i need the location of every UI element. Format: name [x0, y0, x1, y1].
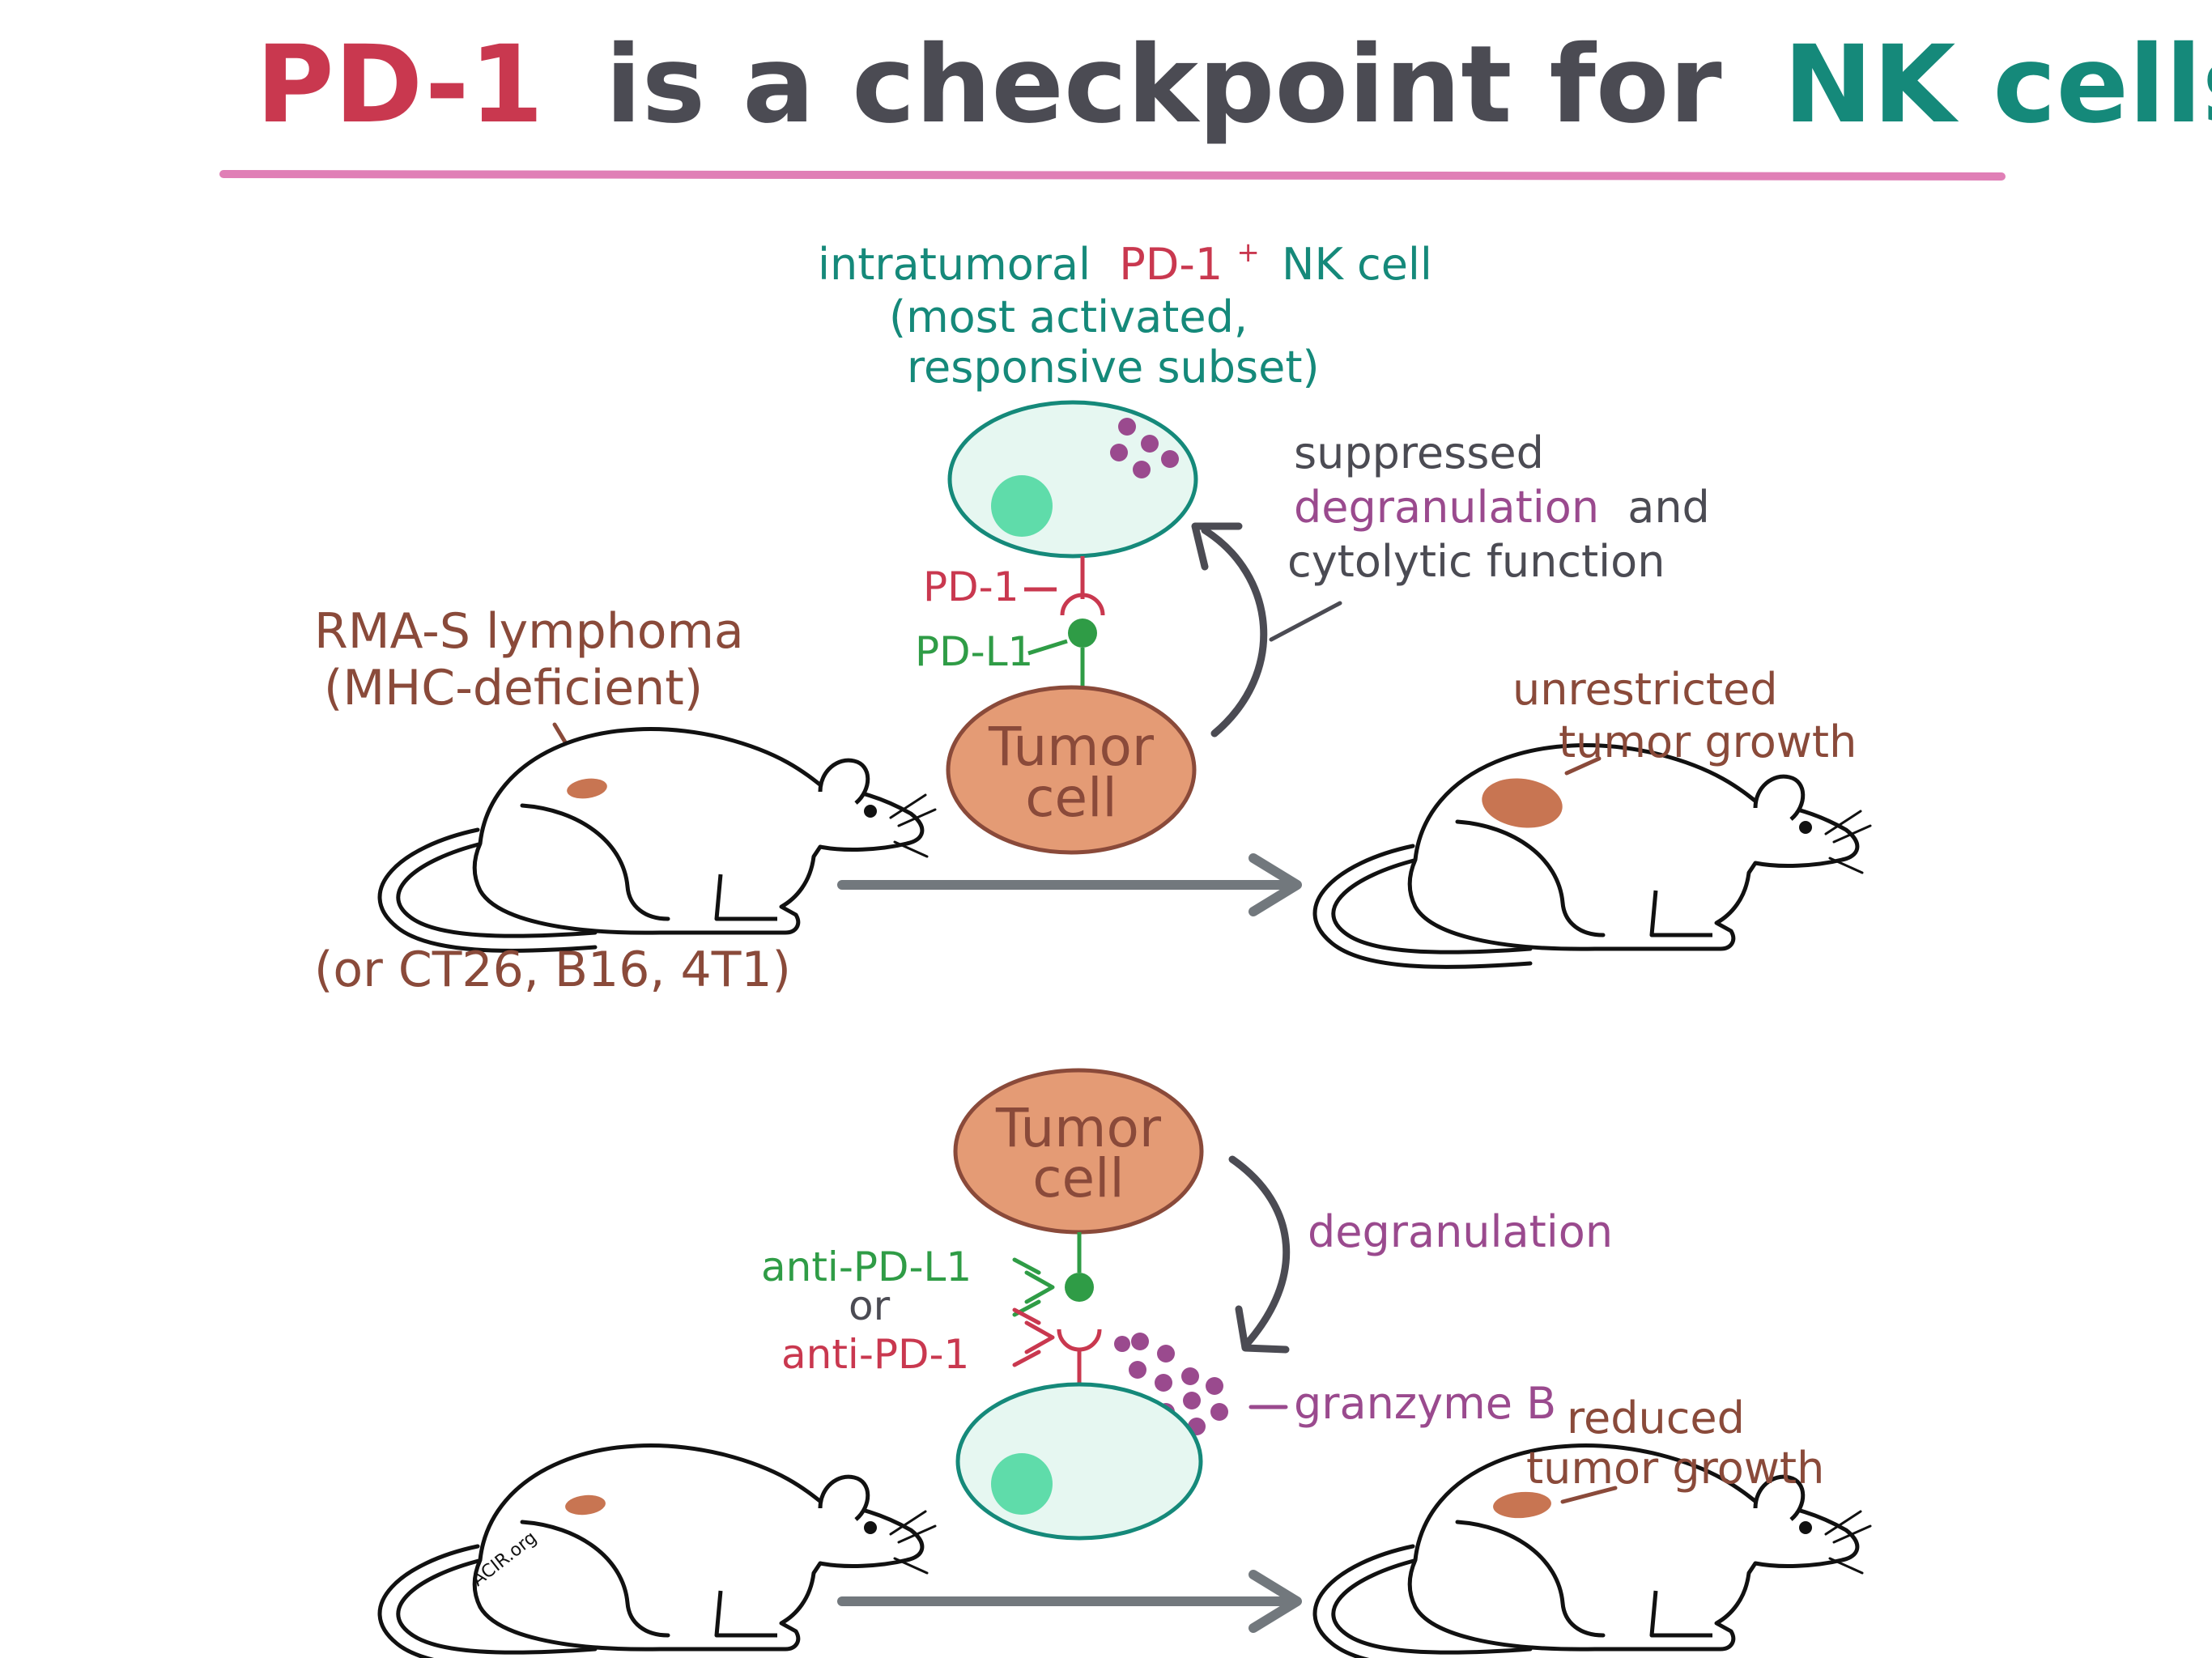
nk-intratumoral: intratumoral	[818, 239, 1091, 290]
nk-nucleus	[991, 475, 1053, 537]
degranulation-arrowhead	[1235, 1305, 1290, 1354]
nk-nucleus-bottom	[991, 1453, 1053, 1515]
tumor-reduced-bottom	[1493, 1491, 1551, 1519]
suppressed-line2: degranulation and	[1294, 482, 1710, 533]
outcome-top-leader	[1564, 756, 1602, 776]
tumor-large-top	[1482, 778, 1563, 828]
outcome-bottom-line2: tumor growth	[1526, 1443, 1824, 1494]
nk-cell-word: NK cell	[1282, 239, 1432, 290]
suppressed-and: and	[1627, 482, 1710, 533]
nk-granules	[1110, 418, 1179, 478]
outcome-top-line2: tumor growth	[1559, 716, 1857, 767]
nk-cell-label-line3: responsive subset)	[907, 342, 1320, 393]
mouse-top-right	[1315, 746, 1870, 967]
pd1-receptor-top	[1060, 556, 1105, 616]
nk-pd1: PD-1	[1119, 239, 1223, 290]
tumor-small-bottom-left	[565, 1494, 606, 1516]
nk-cell-bottom	[955, 1382, 1203, 1541]
process-arrow-top	[837, 853, 1302, 916]
nk-cell-label-line1: intratumoral PD-1 + NK cell	[818, 221, 1432, 290]
tumor-model-line1: RMA-S lymphoma	[314, 603, 744, 660]
title-middle: is a checkpoint for	[605, 23, 1721, 147]
suppressed-line3: cytolytic function	[1287, 536, 1665, 587]
anti-pdl1-label: anti-PD-L1	[761, 1244, 972, 1290]
title-pd1: PD-1	[256, 23, 543, 147]
process-arrow-bottom	[837, 1570, 1302, 1633]
pdl1-ligand-bottom	[1065, 1232, 1094, 1302]
tumor-cell-top-line1: Tumor	[988, 716, 1155, 778]
tumor-model-line2: (MHC-deficient)	[324, 660, 703, 716]
tumor-small-top	[567, 778, 607, 799]
suppressed-line1: suppressed	[1294, 427, 1544, 478]
tumor-cell-bottom: Tumor cell	[953, 1068, 1204, 1235]
pd1-label-top: PD-1	[923, 563, 1019, 610]
degranulation-label: degranulation	[1308, 1206, 1613, 1257]
outcome-top-line1: unrestricted	[1512, 664, 1778, 715]
or-label: or	[849, 1282, 891, 1329]
antibody-anti-pd1	[1012, 1307, 1055, 1367]
granzyme-label: granzyme B	[1294, 1378, 1556, 1429]
outcome-bottom-leader	[1560, 1486, 1618, 1504]
degranulation-arrow	[1228, 1155, 1291, 1348]
nk-cell-top	[947, 400, 1198, 559]
title-underline	[219, 170, 2006, 181]
anti-pd1-label: anti-PD-1	[781, 1331, 969, 1378]
mouse-bottom-right	[1315, 1446, 1870, 1658]
tumor-cell-bottom-line2: cell	[1032, 1147, 1125, 1209]
suppression-arrowhead	[1191, 522, 1243, 571]
pdl1-label-top: PD-L1	[915, 628, 1033, 675]
other-models: (or CT26, B16, 4T1)	[314, 942, 791, 998]
tumor-cell-top: Tumor cell	[946, 685, 1197, 855]
tumor-cell-bottom-line1: Tumor	[995, 1097, 1162, 1159]
suppressed-degranulation: degranulation	[1294, 482, 1599, 533]
nk-pd1-plus: +	[1236, 236, 1260, 269]
antibody-anti-pdl1	[1012, 1257, 1055, 1317]
tumor-cell-top-line2: cell	[1025, 767, 1117, 829]
pd1-receptor-bottom	[1057, 1329, 1102, 1386]
outcome-bottom-line1: reduced	[1567, 1392, 1745, 1443]
suppression-leader	[1269, 601, 1342, 642]
nk-cell-label-line2: (most activated,	[889, 291, 1248, 342]
mouse-top-left	[380, 729, 935, 951]
suppression-arrow	[1201, 526, 1268, 738]
mouse-bottom-left	[380, 1446, 935, 1658]
pdl1-label-leader	[1027, 639, 1068, 656]
